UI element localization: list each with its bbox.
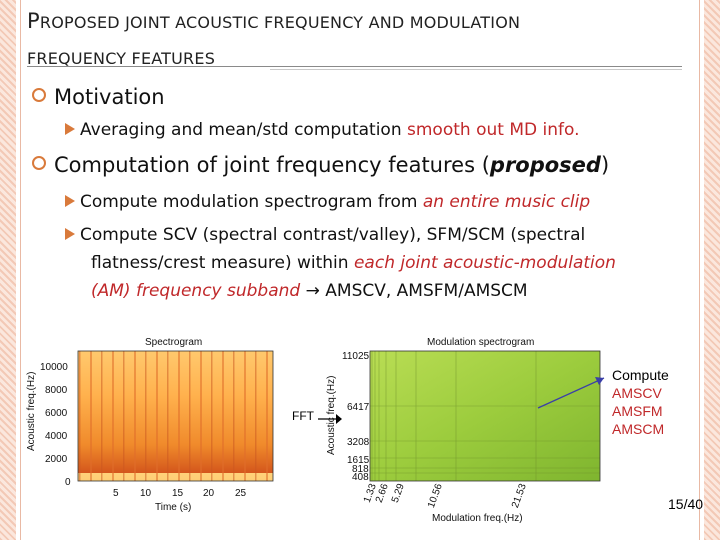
- bullet-motivation-text: Motivation: [54, 85, 165, 109]
- arrow-icon: →: [300, 281, 326, 301]
- slide-border-line-left: [20, 0, 21, 540]
- motivation-sub-red-text: smooth out MD info.: [407, 120, 580, 140]
- callout-arrowhead-icon: [595, 377, 604, 385]
- bullet-computation: Computation of joint frequency features …: [32, 153, 609, 177]
- slide-border-line-right: [699, 0, 700, 540]
- spectrogram-figure: Spectrogram Acoustic freq.(Hz) 10000 800…: [26, 337, 274, 513]
- page-number: 15/40: [668, 496, 704, 512]
- xtick: 21.53: [510, 482, 529, 510]
- slide-border-left: [0, 0, 16, 540]
- compute-amscm: AMSCM: [612, 421, 665, 437]
- modulation-spectrogram-figure: Modulation spectrogram Acoustic freq.(Hz…: [326, 337, 605, 523]
- modulation-xticks: 1.33 2.66 5.29 10.56 21.53: [362, 482, 529, 510]
- sub1-red-text: an entire music clip: [422, 192, 591, 212]
- circle-bullet-icon: [32, 156, 46, 170]
- xtick: 15: [172, 488, 184, 499]
- ytick: 11025: [342, 351, 370, 362]
- ytick: 1615: [347, 455, 370, 466]
- modulation-ylabel: Acoustic freq.(Hz): [326, 376, 337, 455]
- sub2-line2-red-text: each joint acoustic-modulation: [353, 253, 616, 273]
- bullet-sub1: Compute modulation spectrogram from an e…: [64, 192, 590, 212]
- modulation-title: Modulation spectrogram: [427, 337, 534, 348]
- fft-arrow-icon: [318, 414, 342, 424]
- compute-label: Compute: [612, 367, 669, 383]
- spectrogram-xlabel: Time (s): [155, 502, 191, 513]
- xtick: 10.56: [426, 482, 445, 510]
- spectrogram-yticks: 10000 8000 6000 4000 2000 0: [40, 362, 71, 488]
- xtick: 25: [235, 488, 247, 499]
- ytick: 10000: [40, 362, 68, 373]
- title-line2: FREQUENCY FEATURES: [27, 49, 216, 68]
- sub2-line1-text: Compute SCV (spectral contrast/valley), …: [80, 225, 586, 245]
- modulation-xlabel: Modulation freq.(Hz): [432, 513, 523, 523]
- ytick: 6000: [45, 408, 68, 419]
- spectrogram-image: [78, 351, 273, 481]
- spectrogram-ylabel: Acoustic freq.(Hz): [26, 372, 37, 451]
- slide-title: PROPOSED JOINT ACOUSTIC FREQUENCY AND MO…: [27, 8, 667, 72]
- compute-amsfm: AMSFM: [612, 403, 663, 419]
- title-divider: [27, 66, 682, 67]
- slide-border-right: [704, 0, 720, 540]
- modulation-gridlines: [370, 351, 600, 481]
- xtick: 5: [113, 488, 119, 499]
- bullet-sub2: Compute SCV (spectral contrast/valley), …: [64, 225, 585, 245]
- xtick: 20: [203, 488, 215, 499]
- computation-suffix-text: ): [600, 153, 610, 177]
- triangle-bullet-icon: [65, 195, 75, 207]
- ytick: 408: [352, 472, 369, 483]
- computation-bold-text: proposed: [489, 153, 601, 177]
- bullet-sub2-line3: (AM) frequency subband → AMSCV, AMSFM/AM…: [91, 281, 528, 301]
- bullet-sub2-line2: flatness/crest measure) within each join…: [91, 253, 616, 273]
- ytick: 6417: [347, 402, 370, 413]
- modulation-image: [370, 351, 600, 481]
- sub1-text: Compute modulation spectrogram from: [80, 192, 423, 212]
- sub2-line3-suffix-text: AMSCV, AMSFM/AMSCM: [325, 281, 528, 301]
- triangle-bullet-icon: [65, 228, 75, 240]
- compute-amscv: AMSCV: [612, 385, 662, 401]
- ytick: 2000: [45, 454, 68, 465]
- motivation-sub-text: Averaging and mean/std computation: [80, 120, 408, 140]
- title-first-letter: P: [27, 9, 40, 33]
- modulation-yticks: 11025 6417 3208 1615 818 408: [342, 351, 370, 483]
- sub2-line2-text: flatness/crest measure) within: [91, 253, 354, 273]
- ytick: 3208: [347, 437, 370, 448]
- fft-label: FFT: [292, 409, 314, 423]
- bullet-motivation-sub: Averaging and mean/std computation smoot…: [64, 120, 579, 140]
- title-line1: ROPOSED JOINT ACOUSTIC FREQUENCY AND MOD…: [39, 13, 521, 32]
- computation-text: Computation of joint frequency features …: [54, 153, 490, 177]
- ytick: 818: [352, 464, 369, 475]
- ytick: 4000: [45, 431, 68, 442]
- sub2-line3-red-text: (AM) frequency subband: [91, 281, 301, 301]
- ytick: 8000: [45, 385, 68, 396]
- callout-arrow-line: [537, 377, 605, 409]
- circle-bullet-icon: [32, 88, 46, 102]
- xtick: 10: [140, 488, 152, 499]
- title-divider-secondary: [270, 69, 682, 70]
- triangle-bullet-icon: [65, 123, 75, 135]
- bullet-motivation: Motivation: [32, 85, 165, 109]
- ytick: 0: [65, 477, 71, 488]
- xtick: 5.29: [390, 482, 407, 504]
- spectrogram-title: Spectrogram: [145, 337, 202, 348]
- spectrogram-xticks: 5 10 15 20 25: [113, 488, 247, 499]
- compute-callout: Compute AMSCV AMSFM AMSCM: [612, 366, 669, 438]
